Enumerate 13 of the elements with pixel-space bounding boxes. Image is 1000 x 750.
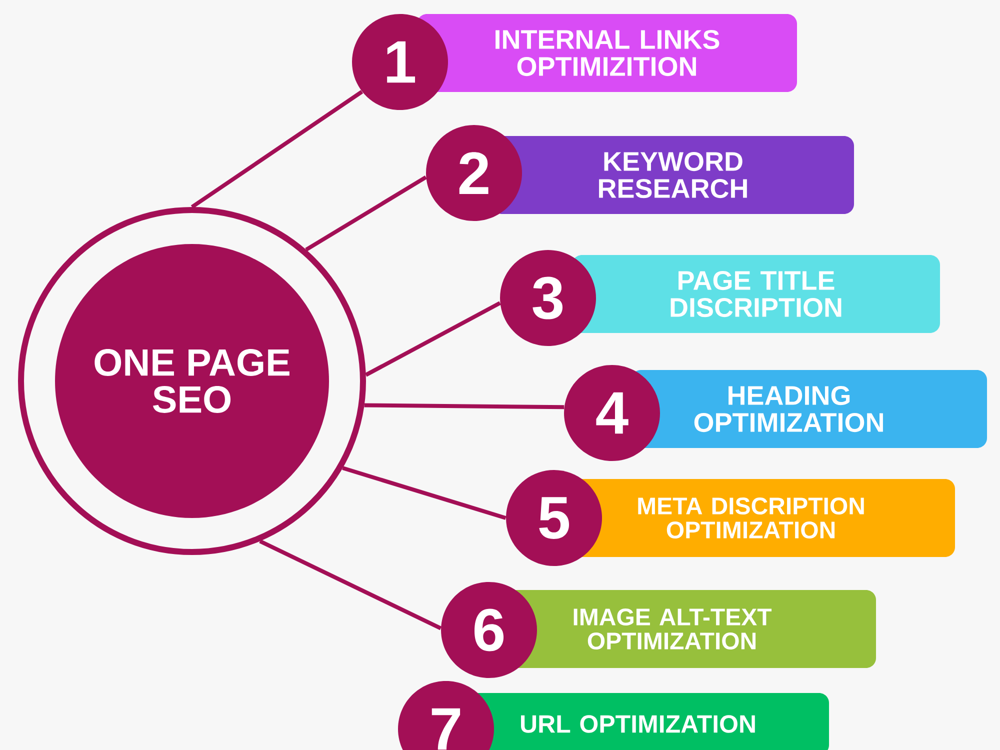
connector-line — [342, 466, 506, 520]
topic-bar: KEYWORD RESEARCH — [492, 136, 854, 214]
connector-line — [364, 403, 564, 410]
topic-bar: HEADING OPTIMIZATION — [631, 370, 987, 448]
outer-ring — [18, 207, 366, 555]
connector-line — [259, 539, 442, 630]
topic-bar: INTERNAL LINKS OPTIMIZITION — [417, 14, 797, 92]
topic-bar: PAGE TITLE DISCRIPTION — [572, 255, 940, 333]
connector-line — [190, 90, 364, 209]
topic-bar: IMAGE ALT-TEXT OPTIMIZATION — [507, 590, 876, 668]
connector-line — [305, 176, 427, 252]
connector-line — [364, 301, 501, 377]
topic-bar: META DISCRIPTION OPTIMIZATION — [572, 479, 955, 557]
